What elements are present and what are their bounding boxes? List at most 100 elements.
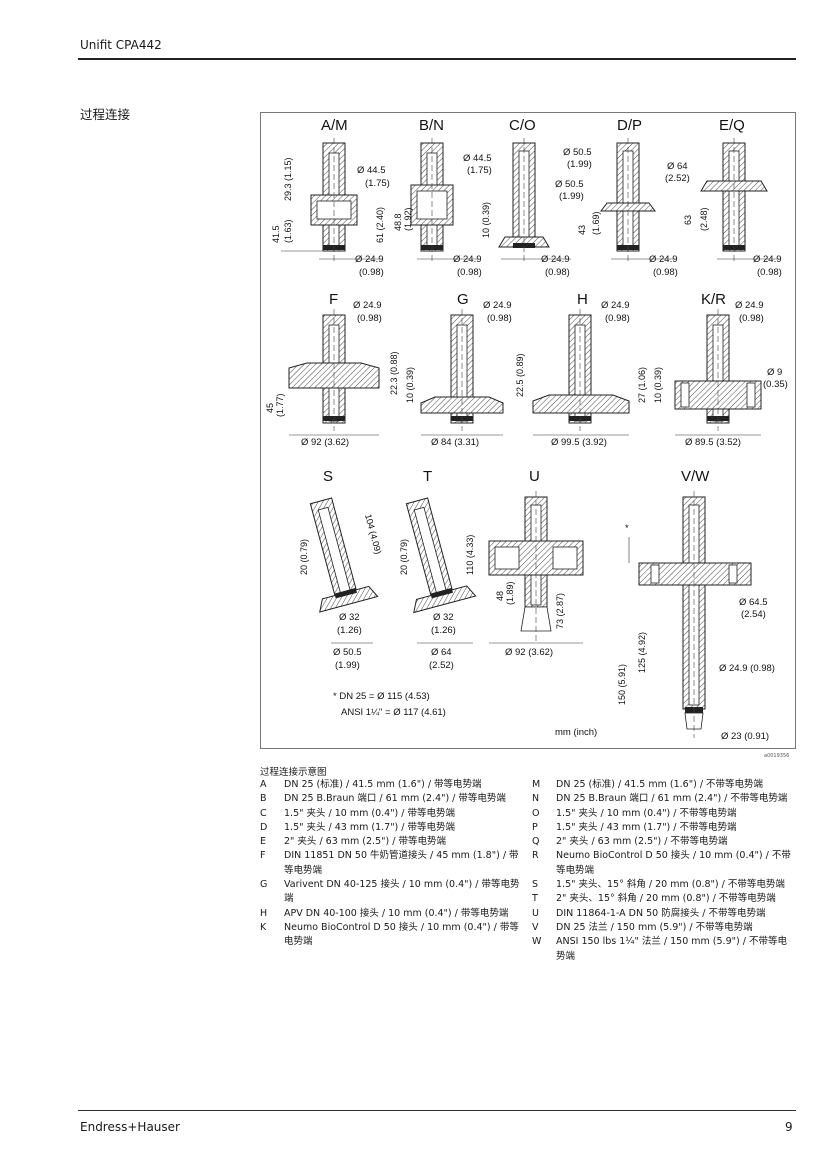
svg-text:Ø 24.9: Ø 24.9 (355, 254, 384, 265)
svg-text:Ø 24.9 (0.98): Ø 24.9 (0.98) (719, 663, 775, 674)
drawing-eq (700, 138, 768, 263)
legend-key: O (532, 807, 540, 819)
legend-key: M (532, 779, 541, 790)
header-product: Unifit CPA442 (80, 38, 162, 52)
svg-text:61 (2.40): 61 (2.40) (375, 207, 385, 243)
svg-text:*: * (625, 523, 629, 534)
svg-text:(1.89): (1.89) (505, 581, 515, 605)
legend-key: G (260, 879, 268, 891)
svg-text:Ø 24.9: Ø 24.9 (649, 254, 678, 265)
drawing-h (532, 309, 630, 431)
legend-text: Varivent DN 40-125 接头 / 10 mm (0.4") / 带… (284, 879, 520, 905)
legend-item: W ANSI 150 lbs 1¼" 法兰 / 150 mm (5.9") / 不… (532, 935, 796, 964)
svg-text:(1.26): (1.26) (337, 625, 362, 636)
legend-item: G Varivent DN 40-125 接头 / 10 mm (0.4") / … (260, 878, 522, 907)
legend-key: A (260, 779, 267, 790)
section-title: 过程连接 (80, 107, 131, 122)
legend-item: Q 2" 夹头 / 63 mm (2.5") / 不带等电势端 (532, 835, 796, 849)
legend-text: 1.5" 夹头 / 10 mm (0.4") / 带等电势端 (284, 807, 456, 819)
label-eq: E/Q (719, 117, 745, 134)
svg-text:43: 43 (577, 225, 587, 235)
label-am: A/M (321, 117, 348, 134)
svg-text:(2.48): (2.48) (699, 207, 709, 231)
svg-text:73 (2.87): 73 (2.87) (555, 593, 565, 629)
legend-text: 2" 夹头 / 63 mm (2.5") / 不带等电势端 (556, 836, 728, 848)
svg-text:(1.69): (1.69) (591, 211, 601, 235)
svg-text:Ø 24.9: Ø 24.9 (753, 254, 782, 265)
legend-text: ANSI 150 lbs 1¼" 法兰 / 150 mm (5.9") / 不带… (556, 936, 787, 962)
legend-text: 1.5" 夹头 / 10 mm (0.4") / 不带等电势端 (556, 807, 737, 819)
figure-caption: 过程连接示意图 (260, 767, 327, 778)
legend-item: C 1.5" 夹头 / 10 mm (0.4") / 带等电势端 (260, 807, 522, 821)
footer-brand: Endress+Hauser (80, 1120, 180, 1134)
legend-key: R (532, 850, 539, 862)
svg-text:Ø 89.5 (3.52): Ø 89.5 (3.52) (685, 437, 741, 448)
svg-text:(2.52): (2.52) (429, 660, 454, 671)
legend-key: K (260, 921, 267, 933)
svg-text:(0.98): (0.98) (357, 313, 382, 324)
svg-text:48: 48 (495, 591, 505, 601)
label-s: S (323, 468, 333, 485)
svg-text:48.8: 48.8 (393, 213, 403, 231)
svg-text:10 (0.39): 10 (0.39) (405, 367, 415, 403)
svg-text:104 (4.09): 104 (4.09) (363, 513, 383, 555)
svg-text:Ø 24.9: Ø 24.9 (353, 300, 382, 311)
svg-text:Ø 32: Ø 32 (339, 612, 360, 623)
svg-text:110 (4.33): 110 (4.33) (465, 535, 475, 575)
svg-text:(2.54): (2.54) (741, 609, 766, 620)
svg-text:(1.99): (1.99) (559, 191, 584, 202)
legend-key: F (260, 850, 266, 862)
svg-text:(0.98): (0.98) (757, 267, 782, 278)
legend-text: 2" 夹头、15° 斜角 / 20 mm (0.8") / 不带等电势端 (556, 893, 776, 905)
svg-text:Ø 24.9: Ø 24.9 (483, 300, 512, 311)
label-h: H (577, 291, 588, 308)
drawing-dp (600, 138, 656, 263)
svg-text:41.5: 41.5 (271, 225, 281, 243)
svg-text:(1.26): (1.26) (431, 625, 456, 636)
svg-text:(0.98): (0.98) (653, 267, 678, 278)
legend-key: Q (532, 836, 540, 848)
legend-right: M DN 25 (标准) / 41.5 mm (1.6") / 不带等电势端 N DN… (532, 778, 796, 964)
svg-text:(1.63): (1.63) (283, 219, 293, 243)
drawing-f (288, 309, 380, 431)
svg-text:27 (1.06): 27 (1.06) (637, 367, 647, 403)
svg-text:22.3 (0.88): 22.3 (0.88) (389, 351, 399, 395)
header-rule (78, 58, 796, 60)
svg-text:(0.98): (0.98) (605, 313, 630, 324)
legend-key: D (260, 821, 268, 833)
figure-id: a0019356 (764, 753, 790, 759)
legend-key: C (260, 807, 267, 819)
svg-text:45: 45 (265, 403, 275, 413)
svg-text:Ø 50.5: Ø 50.5 (555, 179, 584, 190)
svg-text:Ø 64: Ø 64 (667, 161, 688, 172)
legend-text: APV DN 40-100 接头 / 10 mm (0.4") / 带等电势端 (284, 907, 509, 919)
legend-key: W (532, 936, 542, 948)
legend-text: DN 25 B.Braun 端口 / 61 mm (2.4") / 不带等电势端 (556, 793, 788, 805)
legend-text: 2" 夹头 / 63 mm (2.5") / 带等电势端 (284, 836, 446, 848)
svg-text:Ø 92 (3.62): Ø 92 (3.62) (505, 647, 553, 658)
drawing-bn (410, 138, 454, 263)
svg-text:Ø 9: Ø 9 (767, 367, 782, 378)
legend-item: O 1.5" 夹头 / 10 mm (0.4") / 不带等电势端 (532, 807, 796, 821)
technical-drawing: A/M B/N C/O D/P E/Q 29.3 (1.15) 41.5 (1.… (265, 117, 788, 742)
legend-text: Neumo BioControl D 50 接头 / 10 mm (0.4") … (284, 921, 519, 948)
svg-text:(1.92): (1.92) (403, 207, 413, 231)
legend-key: N (532, 793, 540, 805)
legend-key: U (532, 907, 539, 919)
legend-text: DN 25 (标准) / 41.5 mm (1.6") / 不带等电势端 (556, 779, 764, 790)
svg-text:(0.35): (0.35) (763, 379, 788, 390)
svg-text:(0.98): (0.98) (545, 267, 570, 278)
legend-text: 1.5" 夹头、15° 斜角 / 20 mm (0.8") / 不带等电势端 (556, 879, 785, 891)
process-connection-figure: A/M B/N C/O D/P E/Q 29.3 (1.15) 41.5 (1.… (260, 112, 796, 749)
legend-item: M DN 25 (标准) / 41.5 mm (1.6") / 不带等电势端 (532, 778, 796, 792)
footer-rule (78, 1110, 796, 1111)
legend-text: DN 25 B.Braun 端口 / 61 mm (2.4") / 带等电势端 (284, 793, 506, 805)
svg-text:Ø 92 (3.62): Ø 92 (3.62) (301, 437, 349, 448)
legend-key: P (532, 821, 538, 833)
